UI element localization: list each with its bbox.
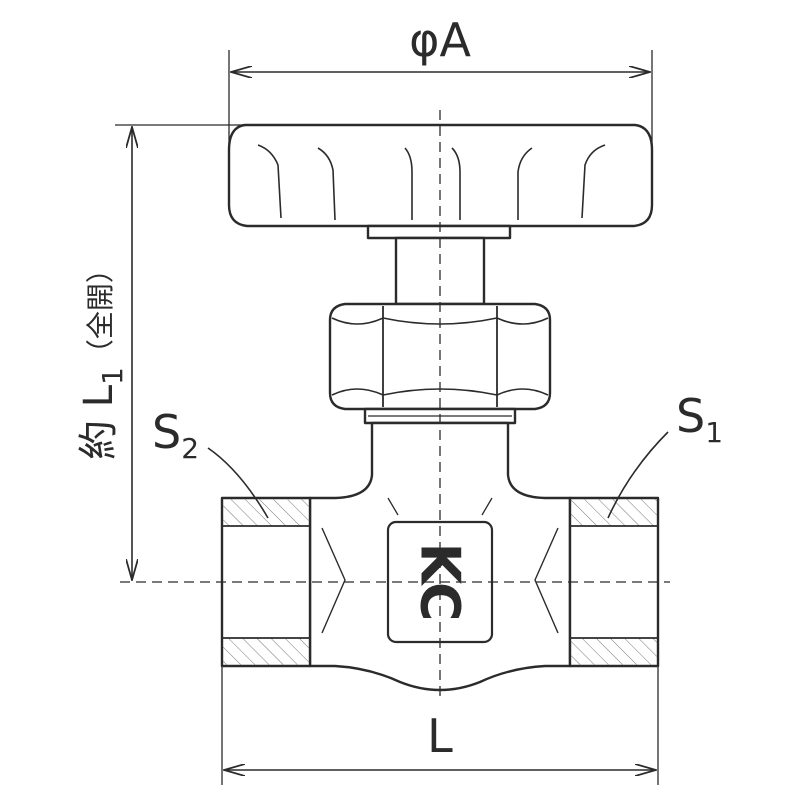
label-S2-letter: S	[152, 405, 181, 459]
label-S2-sub: 2	[181, 432, 199, 465]
svg-text:約 L1（全開）: 約 L1（全開）	[76, 255, 129, 460]
label-S1-letter: S	[676, 389, 705, 443]
label-L1-letter: L	[76, 384, 122, 407]
stem-collar	[366, 224, 512, 240]
label-L1-prefix: 約	[76, 407, 122, 460]
label-height-L1: 約 L1（全開）	[76, 255, 129, 460]
handwheel-ribs	[257, 144, 606, 221]
leader-S1	[607, 431, 669, 519]
inner-cone-left	[321, 527, 346, 634]
label-port-S2: S2	[152, 405, 199, 465]
label-L1-sub: 1	[96, 367, 129, 385]
right-port	[568, 496, 660, 668]
label-S1-sub: 1	[705, 416, 723, 449]
inner-cone-right	[534, 527, 559, 634]
label-diameter-A: φA	[409, 13, 471, 67]
svg-text:S2: S2	[152, 405, 199, 465]
svg-text:S1: S1	[676, 389, 723, 449]
label-L1-note: （全開）	[84, 255, 117, 367]
label-port-S1: S1	[676, 389, 723, 449]
label-length-L: L	[427, 709, 453, 763]
leader-S2	[207, 447, 269, 519]
